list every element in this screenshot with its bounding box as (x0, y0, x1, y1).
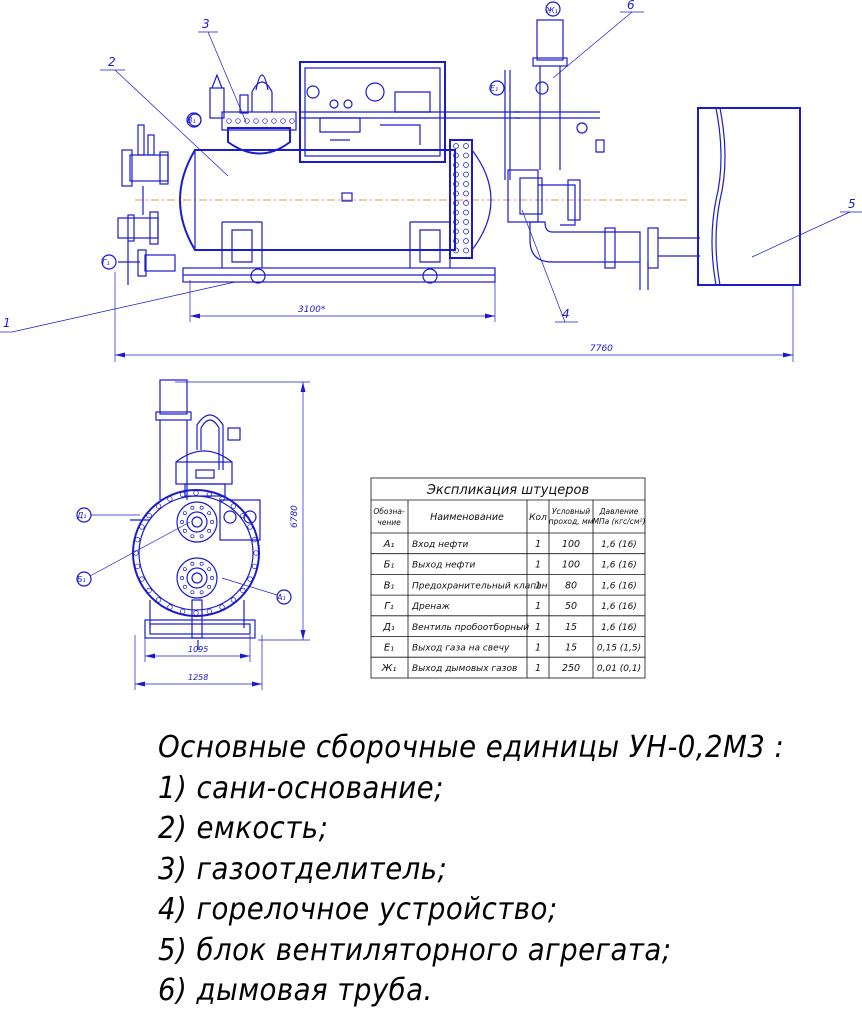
cell-name: Вход нефти (412, 540, 468, 550)
cell-pressure: 0,01 (0,1) (597, 664, 641, 674)
table-row: Ж₁ Выход дымовых газов 1 250 0,01 (0,1) (381, 663, 642, 674)
cell-qty: 1 (535, 643, 541, 654)
callout-2: 2 (108, 55, 116, 69)
cell-name: Выход нефти (412, 561, 476, 571)
cell-qty: 1 (535, 539, 541, 550)
port-b-label: Б₁ (77, 575, 86, 584)
cell-pressure: 1,6 (16) (601, 623, 637, 633)
assembly-caption: Основные сборочные единицы УН-0,2М3 : 1)… (158, 728, 793, 1012)
cell-pressure: 1,6 (16) (601, 581, 637, 591)
callout-5: 5 (848, 197, 856, 211)
cell-dn: 50 (565, 601, 577, 612)
cell-designation: Б₁ (384, 560, 395, 571)
dim-6780: 6780 (290, 505, 300, 528)
port-zh-label: Ж₁ (545, 6, 558, 15)
table-row: Е₁ Выход газа на свечу 1 15 0,15 (1,5) (384, 643, 641, 654)
cell-qty: 1 (535, 601, 541, 612)
table-row: Б₁ Выход нефти 1 100 1,6 (16) (384, 560, 637, 571)
cell-designation: В₁ (384, 580, 395, 591)
cell-pressure: 1,6 (16) (601, 561, 637, 571)
cell-name: Вентиль пробоотборный (412, 623, 529, 633)
caption-heading: Основные сборочные единицы УН-0,2М3 : (158, 730, 785, 765)
cell-pressure: 0,15 (1,5) (597, 644, 641, 654)
front-view: 1 2 3 4 5 6 Ж₁ В₁ Е₁ Г₁ 3100* 7760 (0, 0, 862, 362)
cell-dn: 15 (565, 643, 577, 654)
cell-name: Выход газа на свечу (412, 644, 510, 654)
cell-name: Выход дымовых газов (412, 664, 517, 674)
header-name: Наименование (430, 512, 504, 523)
nozzle-table: Экспликация штуцеров Обозна-чение Наимен… (370, 477, 646, 679)
cell-name: Предохранительный клапан (412, 581, 548, 591)
dim-1258: 1258 (188, 673, 208, 682)
caption-item-4: 4) горелочное устройство; (158, 892, 558, 927)
cell-dn: 100 (562, 560, 580, 571)
cell-designation: А₁ (383, 539, 395, 550)
cell-designation: Д₁ (382, 622, 395, 633)
caption-item-5: 5) блок вентиляторного агрегата; (158, 932, 672, 968)
port-d-label: Д₁ (76, 511, 86, 520)
caption-item-2: 2) емкость; (158, 811, 329, 846)
port-g-label: Г₁ (102, 258, 110, 267)
caption-item-3: 3) газоотделитель; (158, 851, 448, 887)
caption-item-6: 6) дымовая труба. (158, 973, 433, 1008)
cell-qty: 1 (535, 622, 541, 633)
header-qty: Кол (529, 513, 547, 523)
caption-item-1: 1) сани-основание; (158, 770, 444, 806)
table-row: А₁ Вход нефти 1 100 1,6 (16) (383, 539, 637, 550)
cell-pressure: 1,6 (16) (601, 602, 637, 612)
table-title: Экспликация штуцеров (426, 483, 589, 498)
callout-3: 3 (202, 17, 210, 31)
table-row: Д₁ Вентиль пробоотборный 1 15 1,6 (16) (382, 622, 637, 633)
header-designation: Обозна-чение (373, 507, 405, 527)
dim-3100: 3100* (298, 305, 326, 315)
port-v-label: В₁ (187, 116, 196, 125)
callout-1: 1 (3, 316, 11, 330)
cell-designation: Е₁ (384, 643, 394, 654)
callout-6: 6 (627, 0, 635, 12)
side-view: 6780 1095 1258 (76, 379, 310, 690)
table-row: Г₁ Дренаж 1 50 1,6 (16) (384, 601, 637, 612)
port-a-label: А₁ (276, 593, 286, 602)
cell-dn: 250 (562, 663, 580, 674)
callout-4: 4 (562, 307, 570, 321)
cell-dn: 80 (565, 580, 577, 591)
cell-pressure: 1,6 (16) (601, 540, 637, 550)
port-e-label: Е₁ (490, 84, 498, 93)
cell-qty: 1 (535, 580, 541, 591)
cell-dn: 100 (562, 539, 580, 550)
cell-designation: Г₁ (384, 601, 394, 612)
dim-7760: 7760 (590, 344, 613, 354)
cell-dn: 15 (565, 622, 577, 633)
cell-qty: 1 (535, 560, 541, 571)
cell-designation: Ж₁ (381, 663, 397, 674)
cell-name: Дренаж (411, 602, 451, 612)
cell-qty: 1 (535, 663, 541, 674)
